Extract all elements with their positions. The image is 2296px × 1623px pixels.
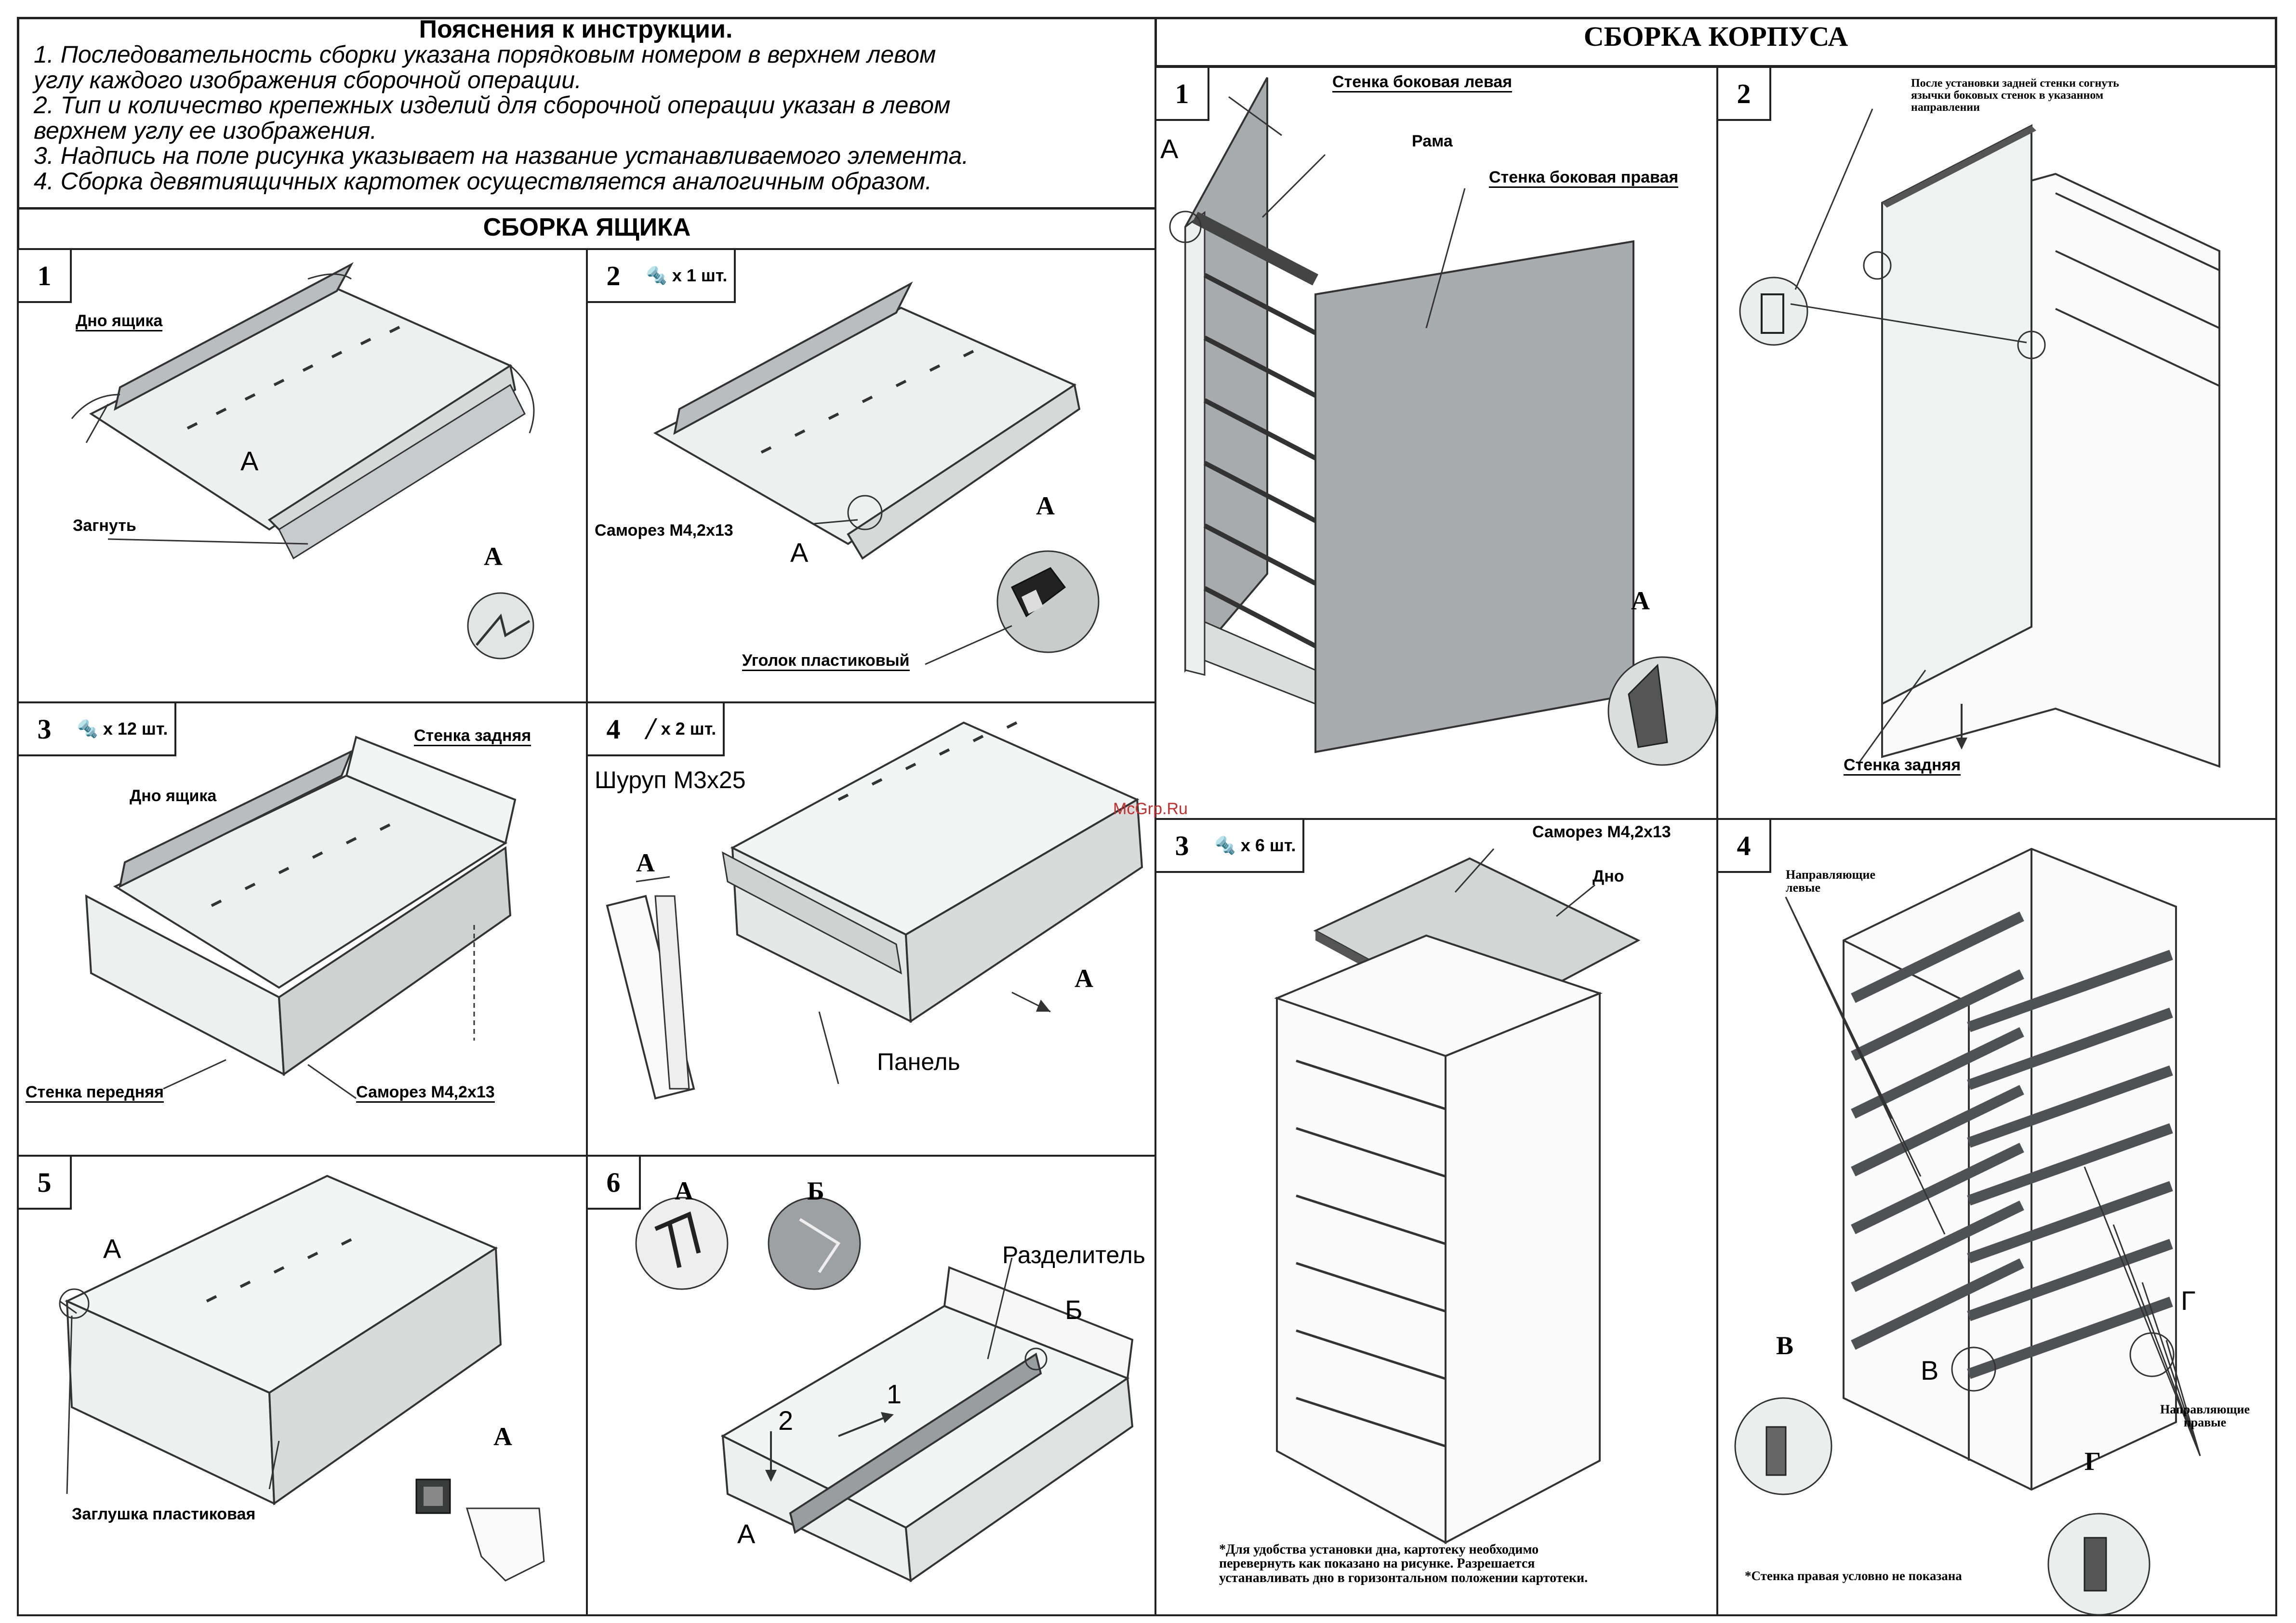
notes-line-4: верхнем углу ее изображения. [34, 117, 377, 144]
body-step-2: 2 После установки задней стенки согнуть … [1716, 66, 2277, 820]
side-walls-frame-illustration [1169, 77, 1717, 766]
step-number: 1 [19, 250, 72, 303]
notes-line-6: 4. Сборка девятиящичных картотек осущест… [34, 167, 932, 195]
notes-line-2: углу каждого изображения сборочной опера… [34, 66, 582, 93]
label-a: А [240, 446, 259, 476]
label-detail-a: А [484, 542, 503, 571]
label-step-1: 1 [887, 1379, 902, 1409]
label-right-side-wall: Стенка боковая правая [1489, 169, 1679, 188]
label-wood-screw: Шуруп М3х25 [595, 766, 746, 793]
cabinet-guides-illustration [1734, 847, 2201, 1616]
drawer-walls-illustration [85, 736, 517, 1099]
label-v: В [1921, 1355, 1939, 1385]
fastener-box: 🔩 x 1 шт. [639, 250, 736, 303]
step-number: 4 [1718, 820, 1771, 873]
label-bottom-note: *Для удобства установки дна, картотеку н… [1219, 1542, 1588, 1585]
notes-line-5: 3. Надпись на поле рисунка указывает на … [34, 142, 969, 169]
step-number: 2 [1718, 68, 1771, 121]
label-a-arrow: А [1075, 964, 1093, 993]
label-panel: Панель [877, 1048, 960, 1075]
step-number: 2 [588, 250, 641, 303]
instructions-notes: Пояснения к инструкции. 1. Последователь… [34, 17, 1118, 194]
drawer-step-6: 6 А Б Разделитель Б 1 2 А [586, 1155, 1157, 1616]
cabinet-bottom-illustration [1274, 848, 1641, 1544]
label-screw: Саморез М4,2х13 [356, 1083, 495, 1103]
label-g-detail: Г [2084, 1447, 2101, 1476]
label-g: Г [2181, 1285, 2196, 1316]
label-frame: Рама [1412, 132, 1453, 150]
fastener-box: 🔩 x 6 шт. [1208, 820, 1305, 873]
step-number: 1 [1156, 68, 1209, 121]
label-b-detail: Б [807, 1176, 824, 1205]
screw-icon: 🔩 [1214, 835, 1236, 855]
drawer-step-4: 4 ╱ x 2 шт. Шуруп М3х25 А А Панель [586, 701, 1157, 1157]
drawer-with-corner-illustration [653, 281, 1100, 665]
drawer-bottom-illustration [71, 262, 535, 660]
body-step-1: 1 Стенка боковая левая Рама Стенка боков… [1155, 66, 1718, 820]
label-right-guides: Направляющие правые [2160, 1402, 2250, 1430]
label-a: А [737, 1518, 756, 1549]
fastener-count: x 6 шт. [1240, 835, 1296, 855]
drawer-step-5: 5 А А Заглушка пластиковая [17, 1155, 588, 1616]
label-detail-a: А [1036, 491, 1055, 520]
body-step-4: 4 [1716, 818, 2277, 1616]
notes-title: Пояснения к инструкции. [419, 15, 733, 43]
drawer-step-1: 1 Дно ящика А Загнуть А [17, 248, 588, 703]
label-a: А [636, 848, 655, 877]
label-bend: Загнуть [73, 516, 136, 535]
wood-screw-icon: ╱ [646, 719, 656, 739]
label-drawer-bottom: Дно ящика [76, 312, 163, 331]
label-a: А [790, 537, 809, 567]
label-plastic-corner: Уголок пластиковый [742, 652, 910, 671]
label-a: А [103, 1233, 121, 1264]
label-step-2: 2 [778, 1405, 794, 1436]
fastener-count: x 1 шт. [672, 265, 728, 285]
label-detail-a: А [1631, 586, 1650, 615]
watermark: McGrp.Ru [1113, 800, 1188, 818]
label-front-wall: Стенка передняя [26, 1083, 164, 1103]
label-bottom: Дно [1593, 867, 1624, 885]
notes-line-3: 2. Тип и количество крепежных изделий дл… [34, 92, 951, 119]
label-back-wall: Стенка задняя [1844, 756, 1961, 776]
drawer-caps-illustration [59, 1174, 545, 1582]
label-detail-a: А [493, 1422, 512, 1451]
screw-icon: 🔩 [77, 719, 98, 739]
drawer-step-3: 3 🔩 x 12 шт. Стенка задняя Дно ящика Сте… [17, 701, 588, 1157]
drawer-step-2: 2 🔩 x 1 шт. Саморез М4,2х13 А А Уголок п… [586, 248, 1157, 703]
step-number: 3 [19, 703, 72, 756]
label-divider: Разделитель [1002, 1241, 1145, 1268]
label-v-detail: В [1776, 1331, 1794, 1360]
label-screw: Саморез М4,2х13 [595, 521, 733, 540]
fastener-count: x 12 шт. [103, 719, 168, 739]
body-step-3: 3 🔩 x 6 шт. Саморез М4,2х13 Дно *Для удо… [1155, 818, 1718, 1616]
fastener-box: ╱ x 2 шт. [639, 703, 725, 756]
label-tab-note: После установки задней стенки согнуть яз… [1911, 77, 2119, 114]
label-back-wall: Стенка задняя [414, 727, 531, 746]
drawer-divider-illustration [635, 1197, 1134, 1583]
back-wall-illustration [1739, 108, 2220, 768]
step-number: 5 [19, 1157, 72, 1210]
step-number: 6 [588, 1157, 641, 1210]
label-drawer-bottom: Дно ящика [130, 787, 217, 805]
label-right-wall-note: *Стенка правая условно не показана [1745, 1569, 1962, 1583]
label-left-guides: Направляющие левые [1786, 868, 1876, 895]
drawer-section-title: СБОРКА ЯЩИКА [483, 213, 691, 241]
label-a-detail: А [675, 1176, 693, 1205]
drawer-panel-illustration [606, 721, 1143, 1100]
label-a: А [1160, 133, 1179, 164]
fastener-box: 🔩 x 12 шт. [70, 703, 177, 756]
body-section-title: СБОРКА КОРПУСА [1583, 21, 1848, 52]
label-screw: Саморез М4,2х13 [1532, 823, 1671, 841]
label-b: Б [1065, 1294, 1083, 1325]
label-left-side-wall: Стенка боковая левая [1332, 73, 1513, 92]
label-plastic-cap: Заглушка пластиковая [72, 1505, 256, 1523]
fastener-count: x 2 шт. [661, 719, 717, 739]
screw-icon: 🔩 [646, 265, 667, 285]
notes-line-1: 1. Последовательность сборки указана пор… [34, 41, 936, 68]
